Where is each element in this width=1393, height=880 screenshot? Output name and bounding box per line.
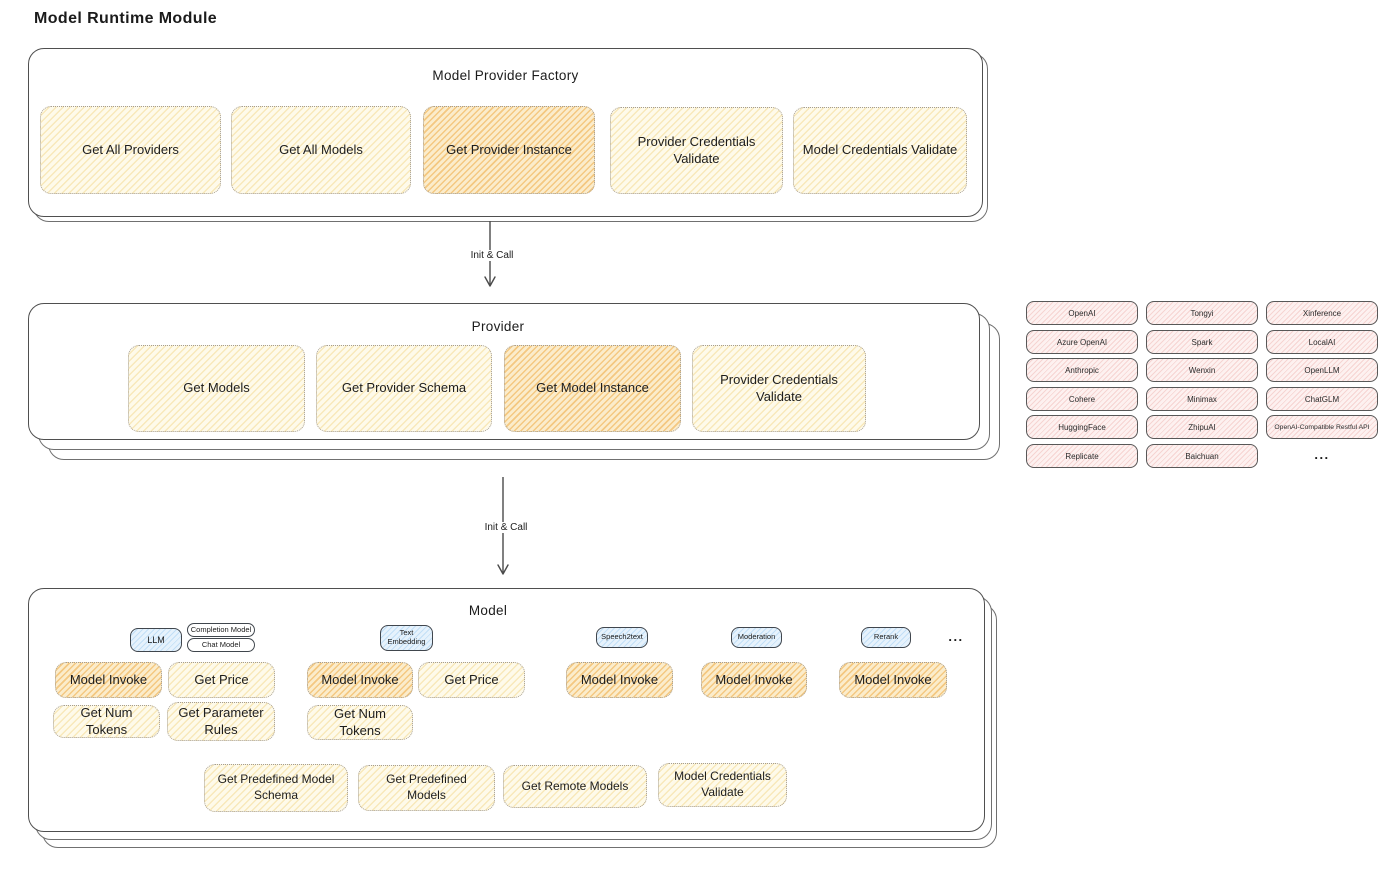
factory-button-model-credentials-validate: Model Credentials Validate bbox=[793, 107, 967, 194]
provider-tag-localai: LocalAI bbox=[1266, 330, 1378, 354]
provider-tag-baichuan: Baichuan bbox=[1146, 444, 1258, 468]
provider-tag-cohere: Cohere bbox=[1026, 387, 1138, 411]
provider-tag-chatglm: ChatGLM bbox=[1266, 387, 1378, 411]
model-title: Model bbox=[468, 603, 508, 618]
provider-tag-spark: Spark bbox=[1146, 330, 1258, 354]
model-types-ellipsis: ... bbox=[948, 629, 964, 644]
provider-tag-openllm: OpenLLM bbox=[1266, 358, 1378, 382]
provider-button-get-model-instance: Get Model Instance bbox=[504, 345, 681, 432]
model-button-model-credentials-validate: Model Credentials Validate bbox=[658, 763, 787, 807]
provider-button-get-provider-schema: Get Provider Schema bbox=[316, 345, 492, 432]
model-button-get-remote-models: Get Remote Models bbox=[503, 765, 647, 808]
factory-title: Model Provider Factory bbox=[432, 68, 579, 83]
provider-button-provider-credentials-validate: Provider Credentials Validate bbox=[692, 345, 866, 432]
factory-button-provider-credentials-validate: Provider Credentials Validate bbox=[610, 107, 783, 194]
model-button-get-price-llm: Get Price bbox=[168, 662, 275, 698]
model-button-model-invoke-embedding: Model Invoke bbox=[307, 662, 413, 698]
provider-tag-minimax: Minimax bbox=[1146, 387, 1258, 411]
model-button-get-parameter-rules: Get Parameter Rules bbox=[167, 702, 275, 741]
model-button-model-invoke-speech2text: Model Invoke bbox=[566, 662, 673, 698]
provider-title: Provider bbox=[471, 319, 525, 334]
model-button-model-invoke-llm: Model Invoke bbox=[55, 662, 162, 698]
model-button-model-invoke-rerank: Model Invoke bbox=[839, 662, 947, 698]
factory-button-get-provider-instance: Get Provider Instance bbox=[423, 106, 595, 194]
factory-button-get-all-providers: Get All Providers bbox=[40, 106, 221, 194]
provider-tag-replicate: Replicate bbox=[1026, 444, 1138, 468]
provider-tag-anthropic: Anthropic bbox=[1026, 358, 1138, 382]
provider-tag-huggingface: HuggingFace bbox=[1026, 415, 1138, 439]
model-type-chip-chat-model: Chat Model bbox=[187, 638, 255, 652]
model-button-get-predefined-models: Get Predefined Models bbox=[358, 765, 495, 811]
model-button-get-num-tokens-embedding: Get Num Tokens bbox=[307, 705, 413, 740]
model-type-chip-moderation: Moderation bbox=[731, 627, 782, 648]
model-type-chip-llm: LLM bbox=[130, 628, 182, 652]
page-title: Model Runtime Module bbox=[34, 10, 218, 27]
provider-button-get-models: Get Models bbox=[128, 345, 305, 432]
model-type-chip-text-embedding: Text Embedding bbox=[380, 625, 433, 651]
provider-tag-wenxin: Wenxin bbox=[1146, 358, 1258, 382]
init-call-label-1: Init & Call bbox=[459, 250, 525, 261]
model-type-chip-rerank: Rerank bbox=[861, 627, 911, 648]
provider-tag-zhipuai: ZhipuAI bbox=[1146, 415, 1258, 439]
provider-tag-xinference: Xinference bbox=[1266, 301, 1378, 325]
provider-tag-openai-compatible-restful-api: OpenAI-Compatible Restful API bbox=[1266, 415, 1378, 439]
model-button-get-price-embedding: Get Price bbox=[418, 662, 525, 698]
providers-more-ellipsis: ... bbox=[1314, 447, 1330, 462]
provider-tag-tongyi: Tongyi bbox=[1146, 301, 1258, 325]
model-button-model-invoke-moderation: Model Invoke bbox=[701, 662, 807, 698]
model-type-chip-speech2text: Speech2text bbox=[596, 627, 648, 648]
factory-button-get-all-models: Get All Models bbox=[231, 106, 411, 194]
provider-tag-openai: OpenAI bbox=[1026, 301, 1138, 325]
model-button-get-predefined-model-schema: Get Predefined Model Schema bbox=[204, 764, 348, 812]
init-call-label-2: Init & Call bbox=[474, 522, 538, 533]
model-button-get-num-tokens-llm: Get Num Tokens bbox=[53, 705, 160, 738]
provider-tag-azure-openai: Azure OpenAI bbox=[1026, 330, 1138, 354]
model-type-chip-completion-model: Completion Model bbox=[187, 623, 255, 637]
